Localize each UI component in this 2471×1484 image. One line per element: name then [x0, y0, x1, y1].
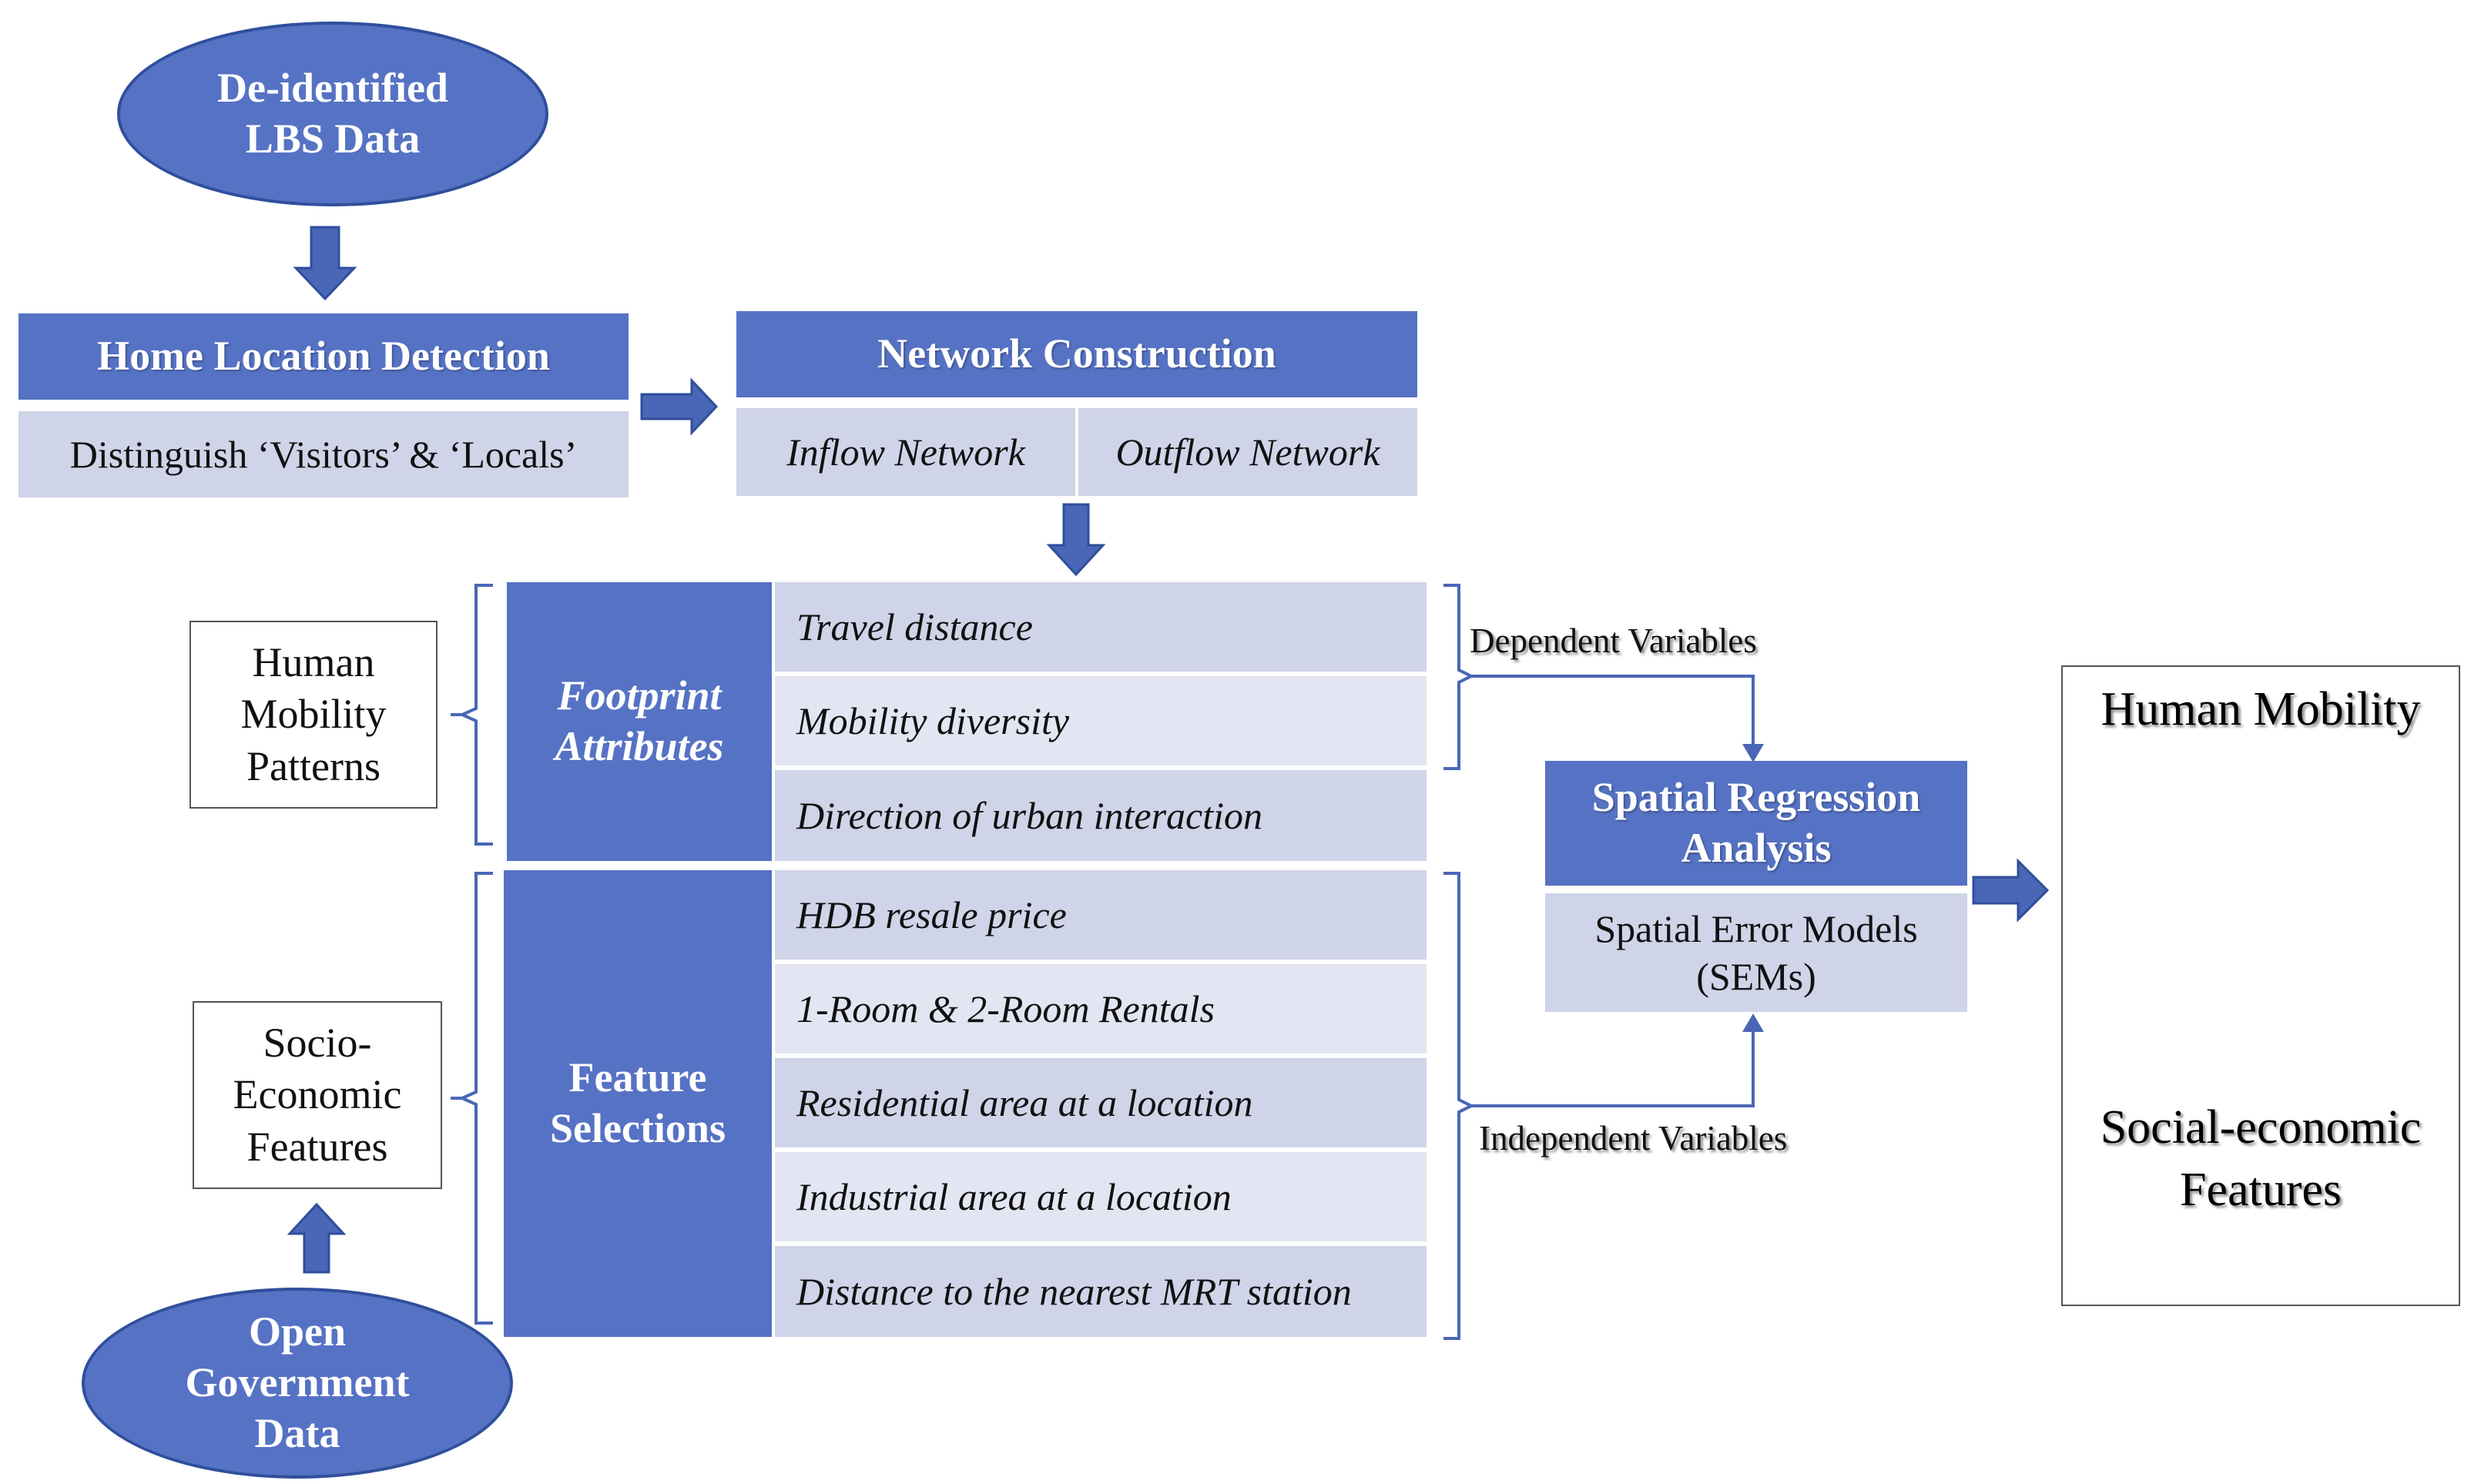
- footprint-item-label: Travel distance: [796, 605, 1033, 648]
- open-government-data-label: Open Government Data: [185, 1308, 410, 1456]
- outflow-network-box: Outflow Network: [1078, 408, 1417, 496]
- footprint-item-travel-distance: Travel distance: [775, 582, 1427, 672]
- socio-economic-features-label: Socio-Economic Features: [233, 1019, 402, 1170]
- feature-item-residential-area: Residential area at a location: [775, 1058, 1427, 1147]
- human-mobility-patterns-box: Human Mobility Patterns: [189, 621, 438, 809]
- lbs-data-node: De-identified LBS Data: [117, 22, 548, 206]
- independent-variables-label: Independent Variables: [1479, 1119, 1788, 1157]
- dependent-variables-label: Dependent Variables: [1470, 621, 1757, 660]
- footprint-item-direction: Direction of urban interaction: [775, 770, 1427, 861]
- feature-item-label: Residential area at a location: [796, 1081, 1253, 1124]
- arrow-regression-to-result: [1972, 858, 2050, 923]
- human-mobility-patterns-label: Human Mobility Patterns: [240, 638, 387, 789]
- arrow-lbs-to-home: [293, 226, 357, 301]
- arrow-home-to-network: [640, 377, 719, 436]
- brace-dependent-right: [1443, 584, 1475, 770]
- open-government-data-node: Open Government Data: [82, 1288, 513, 1479]
- brace-features-left: [458, 872, 493, 1325]
- distinguish-box: Distinguish ‘Visitors’ & ‘Locals’: [18, 411, 629, 497]
- distinguish-label: Distinguish ‘Visitors’ & ‘Locals’: [69, 432, 578, 476]
- feature-item-label: HDB resale price: [796, 893, 1067, 936]
- spatial-regression-analysis-label: Spatial Regression Analysis: [1591, 774, 1921, 871]
- feature-item-label: Distance to the nearest MRT station: [796, 1270, 1352, 1313]
- human-mobility-label: Human Mobility: [2101, 682, 2421, 735]
- footprint-item-mobility-diversity: Mobility diversity: [775, 676, 1427, 765]
- line-dependent: [1471, 675, 1755, 749]
- inflow-network-label: Inflow Network: [786, 430, 1025, 474]
- feature-item-label: 1-Room & 2-Room Rentals: [796, 987, 1215, 1030]
- network-construction-label: Network Construction: [877, 330, 1276, 377]
- footprint-attributes-box: Footprint Attributes: [507, 582, 772, 861]
- arrowhead-dependent: [1742, 744, 1764, 762]
- feature-item-hdb-resale-price: HDB resale price: [775, 870, 1427, 960]
- feature-item-label: Industrial area at a location: [796, 1175, 1232, 1218]
- result-box: [2061, 665, 2460, 1306]
- brace-independent-right: [1443, 872, 1475, 1340]
- spatial-regression-analysis-box: Spatial Regression Analysis: [1545, 761, 1967, 886]
- outflow-network-label: Outflow Network: [1115, 430, 1380, 474]
- feature-item-rentals: 1-Room & 2-Room Rentals: [775, 964, 1427, 1054]
- spatial-error-models-box: Spatial Error Models (SEMs): [1545, 893, 1967, 1012]
- lbs-data-label: De-identified LBS Data: [217, 65, 448, 162]
- footprint-item-label: Direction of urban interaction: [796, 794, 1263, 837]
- inflow-network-box: Inflow Network: [736, 408, 1075, 496]
- arrow-ogd-to-socio: [287, 1202, 347, 1274]
- footprint-item-label: Mobility diversity: [796, 699, 1070, 742]
- footprint-attributes-label: Footprint Attributes: [555, 672, 724, 769]
- brace-footprint-left: [458, 584, 493, 846]
- home-location-detection-box: Home Location Detection: [18, 313, 629, 400]
- home-location-detection-label: Home Location Detection: [97, 333, 550, 380]
- line-independent: [1471, 1029, 1755, 1107]
- socio-economic-features-box: Socio-Economic Features: [193, 1001, 442, 1189]
- feature-selections-box: Feature Selections: [504, 870, 772, 1337]
- feature-item-mrt-distance: Distance to the nearest MRT station: [775, 1246, 1427, 1337]
- arrow-network-to-footprint: [1046, 503, 1106, 577]
- arrowhead-independent: [1742, 1013, 1764, 1032]
- feature-item-industrial-area: Industrial area at a location: [775, 1152, 1427, 1241]
- spatial-error-models-label: Spatial Error Models (SEMs): [1594, 906, 1918, 999]
- network-construction-box: Network Construction: [736, 311, 1417, 397]
- feature-selections-label: Feature Selections: [550, 1054, 726, 1151]
- social-economic-features-text: Social-economic Features: [2100, 1101, 2422, 1216]
- social-economic-features-label: Social-economic Features: [2061, 1086, 2460, 1232]
